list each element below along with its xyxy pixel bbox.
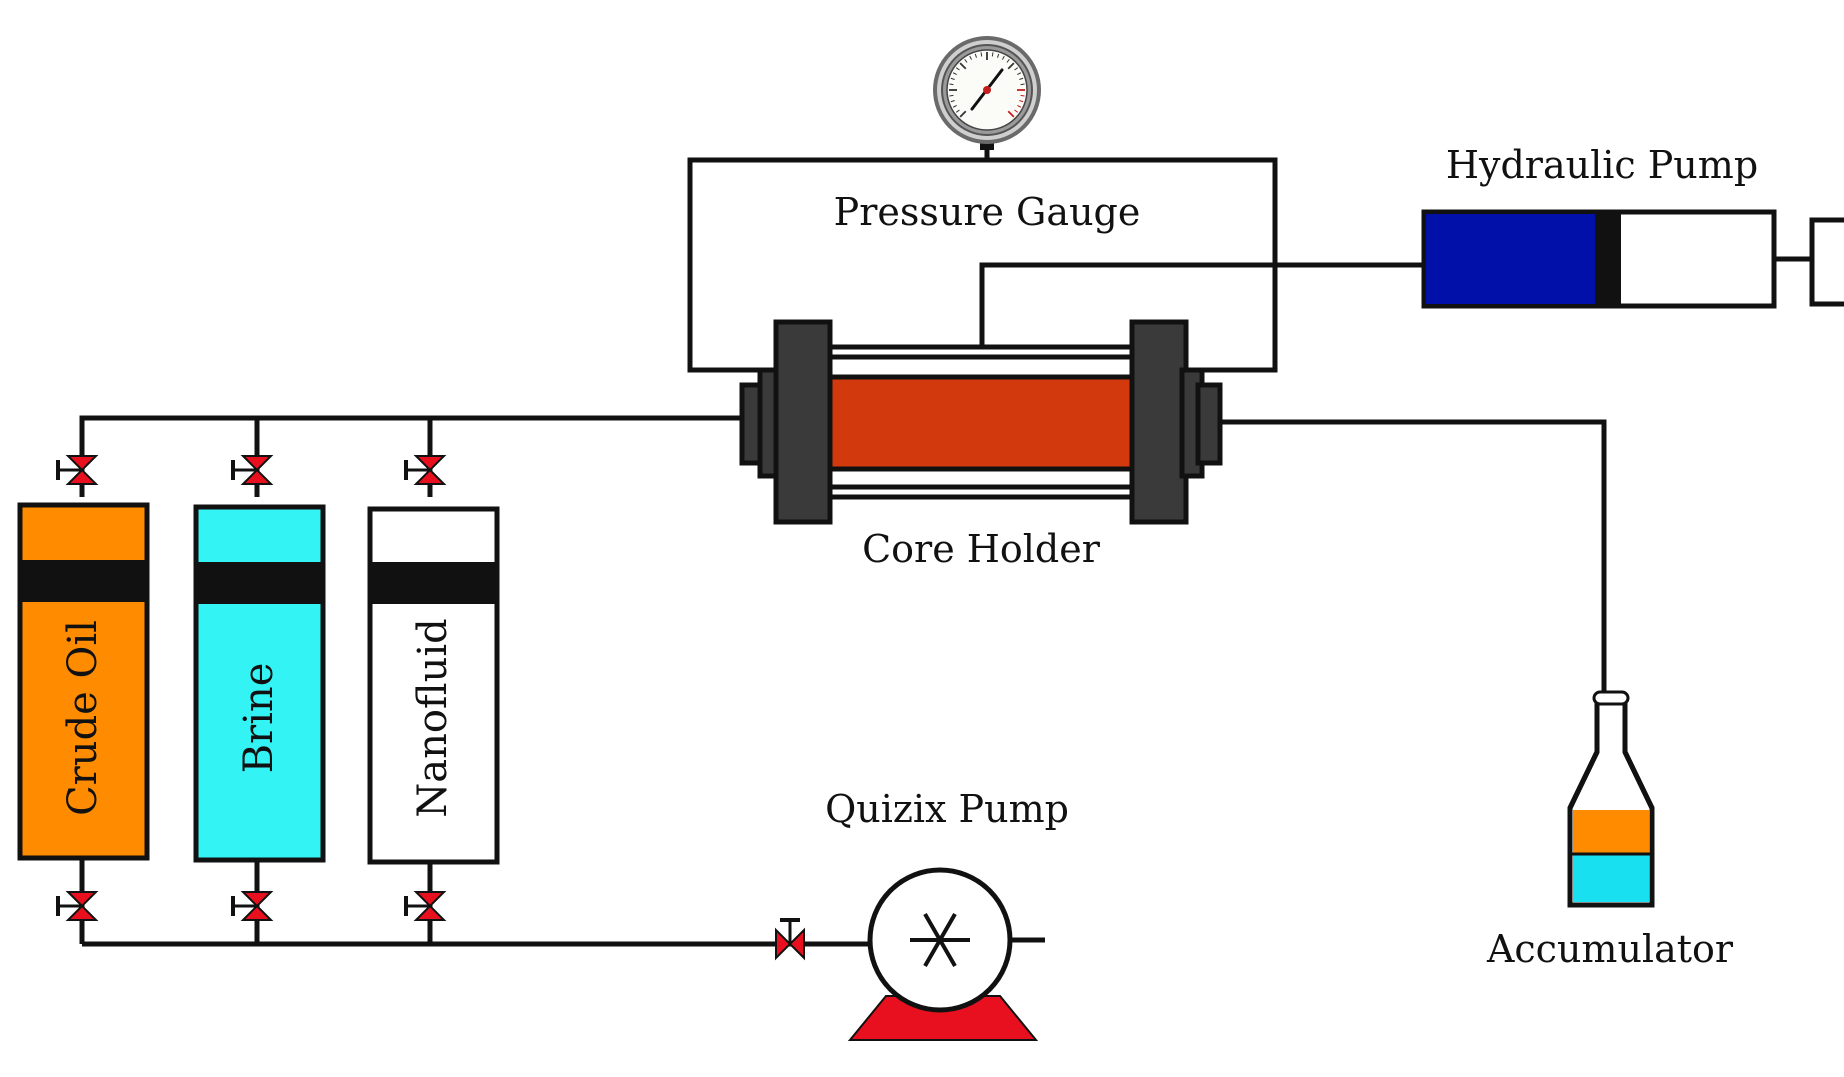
cylinder-crude-oil: Crude Oil <box>17 502 150 861</box>
accumulator-flask-outline <box>1567 694 1655 908</box>
gauge-tick <box>1014 67 1019 71</box>
gauge-stem-nut <box>980 140 994 150</box>
gauge-tick <box>1019 77 1024 80</box>
gauge-tick <box>955 109 960 113</box>
gauge-tick <box>959 110 967 118</box>
gauge-tick <box>950 77 955 80</box>
pressure-gauge <box>933 36 1041 150</box>
nanofluid-label: Nanofluid <box>410 618 456 818</box>
core-sleeve-top-rail <box>822 344 1140 360</box>
crude-oil-outlet-valve[interactable] <box>56 891 99 921</box>
gauge-tick <box>952 104 957 108</box>
hydraulic-pump <box>1421 209 1844 309</box>
gauge-tick <box>959 62 967 70</box>
core-sleeve-bottom-rail <box>822 484 1140 500</box>
gauge-tick <box>955 67 960 71</box>
gauge-tick <box>991 52 994 57</box>
nanofluid-inlet-valve[interactable] <box>404 455 447 485</box>
pipework <box>79 143 1607 947</box>
core-holder-label: Core Holder <box>862 527 1101 571</box>
gauge-tick <box>1014 109 1019 113</box>
quizix-pump-label: Quizix Pump <box>825 787 1069 831</box>
core-holder <box>739 319 1223 525</box>
gauge-tick <box>1020 83 1025 86</box>
cylinder-brine: Brine <box>193 504 326 863</box>
nanofluid-piston <box>370 562 497 604</box>
hydraulic-pump-handle <box>1809 217 1844 307</box>
brine-inlet-valve[interactable] <box>231 455 274 485</box>
quizix-pump-base <box>847 995 1039 1041</box>
core-sample <box>822 374 1140 472</box>
crude-oil-piston <box>20 560 147 602</box>
gauge-tick <box>952 72 957 76</box>
hydraulic-pump-label: Hydraulic Pump <box>1446 143 1758 187</box>
gauge-tick <box>1006 58 1010 63</box>
quizix-pump-suction-valve[interactable] <box>775 918 805 961</box>
gauge-tick <box>949 83 954 86</box>
crude-oil-inlet-valve[interactable] <box>56 455 99 485</box>
accumulator-oil-layer <box>1573 810 1649 854</box>
valves <box>56 455 805 961</box>
gauge-tick <box>964 58 968 63</box>
gauge-tick <box>1017 72 1022 76</box>
gauge-tick <box>1001 55 1005 60</box>
gauge-ticks <box>949 52 1025 118</box>
pressure-gauge-loop <box>687 157 1278 373</box>
cylinder-nanofluid: Nanofluid <box>367 506 500 865</box>
nanofluid-outlet-valve[interactable] <box>404 891 447 921</box>
gauge-tick <box>1007 62 1015 70</box>
accumulator-water-layer <box>1573 854 1649 902</box>
quizix-pump <box>847 867 1039 1041</box>
outlet-line <box>1222 419 1607 698</box>
gauge-tick <box>969 55 973 60</box>
accumulator-neck-cap <box>1592 690 1630 706</box>
inlet-header-line <box>79 415 740 424</box>
brine-outlet-valve[interactable] <box>231 891 274 921</box>
brine-piston <box>196 562 323 604</box>
gauge-tick <box>980 52 983 57</box>
gauge-tick <box>949 94 954 97</box>
accumulator <box>1567 690 1655 908</box>
gauge-tick <box>1020 94 1025 97</box>
hydraulic-pump-fluid <box>1426 214 1598 304</box>
gauge-tick <box>1017 104 1022 108</box>
crude-oil-label: Crude Oil <box>60 620 106 816</box>
brine-label: Brine <box>236 663 282 774</box>
pressure-gauge-label: Pressure Gauge <box>834 190 1141 234</box>
gauge-tick <box>974 53 977 58</box>
gauge-tick <box>950 100 955 103</box>
gauge-needle-hub <box>983 86 991 94</box>
core-holder-right-endcap <box>1195 382 1223 466</box>
gauge-tick <box>1019 100 1024 103</box>
hydraulic-pump-plunger <box>1595 212 1621 308</box>
core-holder-left-flange <box>773 319 833 525</box>
quizix-pump-impeller-icon <box>910 913 970 967</box>
gauge-tick <box>997 53 1000 58</box>
core-holder-right-flange <box>1129 319 1189 525</box>
accumulator-label: Accumulator <box>1486 927 1734 971</box>
gauge-tick <box>1007 110 1015 118</box>
confining-pressure-line <box>979 262 1424 348</box>
